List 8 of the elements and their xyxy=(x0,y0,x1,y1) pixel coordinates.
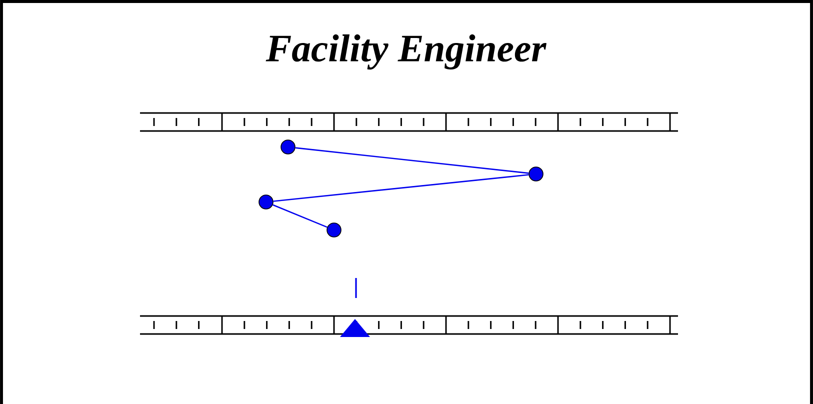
title: Facility Engineer xyxy=(266,34,546,70)
point-marker xyxy=(258,194,274,210)
point-marker xyxy=(528,166,544,182)
line-segment xyxy=(295,147,529,174)
line-segment xyxy=(273,174,529,202)
point-marker xyxy=(326,222,342,238)
line-segment xyxy=(272,204,328,228)
point-marker xyxy=(280,140,296,154)
